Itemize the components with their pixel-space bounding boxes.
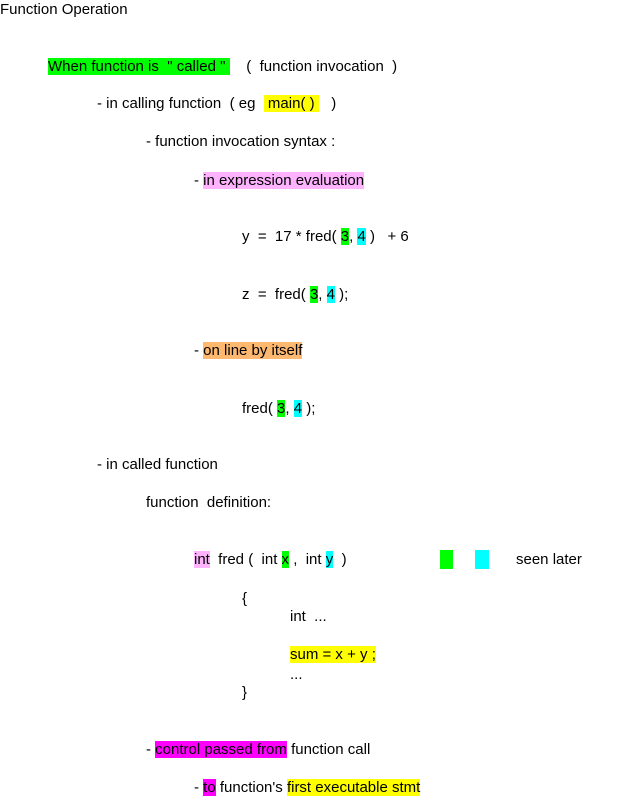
line-calling-function: - in calling function ( eg main( ) ) (97, 94, 336, 113)
arg-2: 4 (357, 228, 366, 245)
arg-1: 3 (340, 228, 350, 245)
arg-1: 3 (277, 400, 286, 417)
highlight-main: main( ) (263, 95, 319, 112)
arg-1: 3 (309, 286, 319, 303)
text: fred ( int (209, 551, 282, 568)
line-expression-eval: - in expression evaluation (194, 171, 365, 190)
return-type: int (194, 551, 210, 568)
code-line-fred: fred( 3, 4 ); (242, 399, 315, 418)
green-swatch (440, 550, 453, 569)
text: , (349, 228, 358, 245)
line-called-function: - in called function (97, 456, 218, 473)
text: y = 17 * fred( (242, 228, 341, 245)
seen-later-note: seen later (516, 551, 582, 568)
highlight-when-called: When function is " called " (48, 58, 230, 75)
text: fred( (242, 400, 278, 417)
highlight-control-passed: control passed from (155, 741, 287, 758)
text: ) (333, 551, 347, 568)
text: function's (215, 779, 287, 796)
line-by-itself: - on line by itself (194, 341, 303, 360)
param-x: x (281, 551, 290, 568)
code-line-ellipsis: ... (290, 666, 303, 683)
open-brace: { (242, 590, 248, 607)
line-first-stmt: - to function's first executable stmt (194, 778, 421, 796)
text: ( function invocation ) (229, 58, 398, 75)
text: , (318, 286, 327, 303)
line-when-called: When function is " called " ( function i… (48, 57, 397, 76)
highlight-expression: in expression evaluation (203, 172, 365, 189)
arg-2: 4 (326, 286, 335, 303)
code-line-sum: sum = x + y ; (290, 645, 376, 664)
highlight-first-stmt: first executable stmt (286, 779, 421, 796)
arg-2: 4 (293, 400, 303, 417)
code-line-y: y = 17 * fred( 3, 4 ) + 6 (242, 227, 409, 246)
highlight-to: to (203, 779, 216, 796)
cyan-swatch (475, 550, 489, 569)
text: - in calling function ( eg (97, 95, 264, 112)
text: - (194, 342, 204, 359)
text: - (194, 172, 204, 189)
code-line-z: z = fred( 3, 4 ); (242, 285, 348, 304)
text: - (194, 779, 204, 796)
highlight-by-itself: on line by itself (203, 342, 303, 359)
text: , int (289, 551, 326, 568)
text: ); (334, 286, 349, 303)
line-invocation-syntax: - function invocation syntax : (146, 133, 336, 150)
text: ) + 6 (365, 228, 409, 245)
text: - (146, 741, 156, 758)
line-control-passed: - control passed from function call (146, 740, 370, 759)
param-y: y (325, 551, 334, 568)
close-brace: } (242, 684, 248, 701)
text: , (285, 400, 294, 417)
text: function call (286, 741, 371, 758)
text: z = fred( (242, 286, 310, 303)
code-line-definition: int fred ( int x , int y ) (194, 550, 347, 569)
page-title: Function Operation (0, 1, 128, 18)
highlight-sum: sum = x + y ; (290, 646, 376, 663)
text: ) (318, 95, 337, 112)
code-line-int: int ... (290, 608, 327, 625)
text: ); (302, 400, 316, 417)
line-function-definition: function definition: (146, 494, 272, 511)
